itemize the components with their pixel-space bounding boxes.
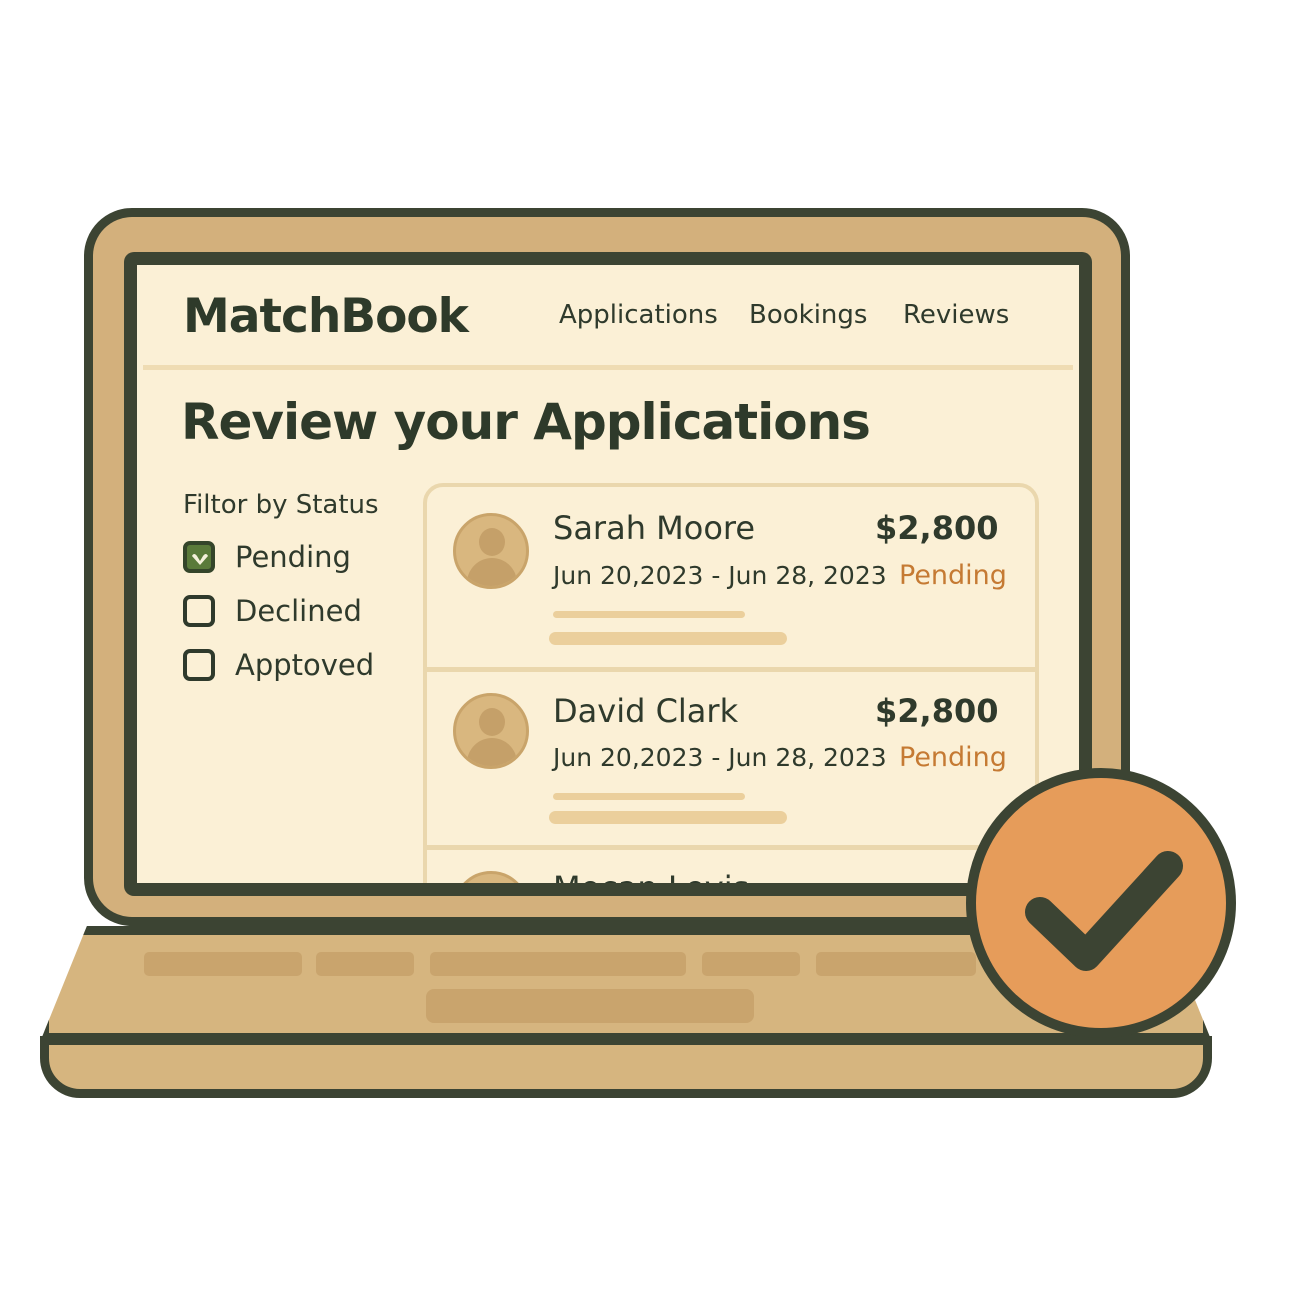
approval-badge [966,768,1236,1038]
status-badge: Pending [899,742,1007,773]
applications-list: Sarah Moore $2,800 Jun 20,2023 - Jun 28,… [423,483,1039,883]
keyboard-key [816,952,976,976]
app-window: MatchBook Applications Bookings Reviews … [137,265,1079,883]
application-price: $2,800 [875,692,999,730]
applicant-name: Sarah Moore [553,509,756,547]
user-avatar-icon [453,513,529,589]
keyboard-key [430,952,686,976]
application-dates: Jun 20,2023 - Jun 28, 2023 [553,561,887,590]
declined-checkbox[interactable] [183,595,215,627]
heart-check-icon [192,554,208,565]
approved-checkbox[interactable] [183,649,215,681]
filter-label-approved: Apptoved [235,648,375,682]
filter-label-declined: Declined [235,594,362,628]
applicant-name: Mocan Levis [553,869,749,883]
nav-reviews[interactable]: Reviews [903,300,1010,330]
touchpad [426,989,754,1023]
user-avatar-icon [453,871,529,883]
filter-pending[interactable]: Pending [183,537,351,577]
nav-applications[interactable]: Applications [559,300,718,330]
application-dates: Jun 20,2023 - Jun 28, 2023 [553,743,887,772]
application-price: $2,800 [875,509,999,547]
nav-bookings[interactable]: Bookings [749,300,868,330]
list-divider [427,845,1035,850]
laptop-base-edge [40,1036,1212,1098]
filter-declined[interactable]: Declined [183,591,362,631]
placeholder-line [549,811,787,824]
applicant-name: David Clark [553,692,739,730]
header-divider [143,365,1073,370]
keyboard-key [702,952,800,976]
list-divider [427,667,1035,672]
application-card-3[interactable]: Mocan Levis [427,851,1035,883]
app-logo: MatchBook [183,289,469,344]
placeholder-line [553,793,745,800]
application-card-1[interactable]: Sarah Moore $2,800 Jun 20,2023 - Jun 28,… [427,487,1035,669]
filter-approved[interactable]: Apptoved [183,645,374,685]
laptop-screen: MatchBook Applications Bookings Reviews … [124,252,1092,896]
user-avatar-icon [453,693,529,769]
page-title: Review your Applications [181,393,871,451]
keyboard-key [144,952,302,976]
pending-checkbox[interactable] [183,541,215,573]
checkmark-icon [1025,851,1183,971]
application-card-2[interactable]: David Clark $2,800 Jun 20,2023 - Jun 28,… [427,671,1035,853]
status-badge: Pending [899,560,1007,591]
keyboard-key [316,952,414,976]
placeholder-line [553,611,745,618]
filter-title: Filtor by Status [183,490,379,520]
placeholder-line [549,632,787,645]
filter-label-pending: Pending [235,540,351,574]
